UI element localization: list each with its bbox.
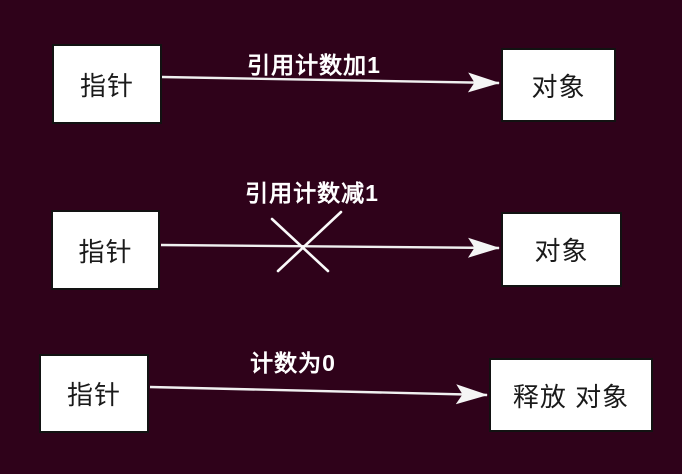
object-node-row-1: 对象 [501,48,616,122]
pointer-node-row-1: 指针 [52,44,162,124]
pointer-node-row-2: 指针 [51,210,160,290]
cross-mark-stroke-1 [270,217,330,273]
pointer-node-row-3: 指针 [39,354,149,433]
arrow-row-3 [149,384,488,405]
arrow-label-row-3: 计数为0 [250,350,336,376]
release-object-node-row-3: 释放 对象 [489,358,653,432]
object-node-row-2: 对象 [501,212,622,287]
arrow-label-row-1: 引用计数加1 [247,52,381,78]
arrow-row-2 [160,237,500,258]
arrow-label-row-2: 引用计数减1 [245,180,379,206]
cross-mark-stroke-2 [276,210,343,273]
